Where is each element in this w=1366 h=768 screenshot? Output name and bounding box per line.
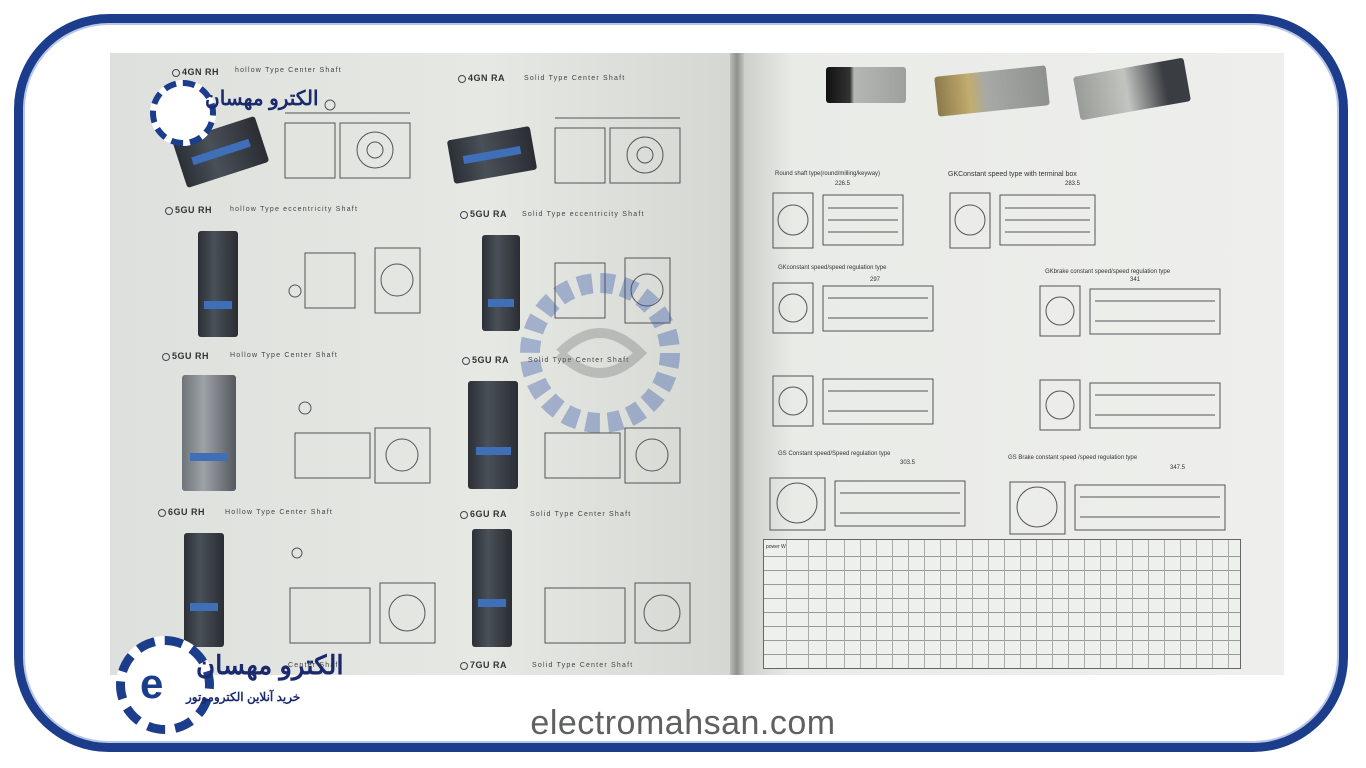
model-description: Solid Type eccentricity Shaft xyxy=(522,211,645,218)
brand-logo-gear xyxy=(116,636,214,734)
gear-motor-image xyxy=(198,231,238,337)
model-label: 5GU RA xyxy=(460,209,507,219)
model-description: Hollow Type Center Shaft xyxy=(230,352,339,359)
section-title: GKbrake constant speed/speed regulation … xyxy=(1045,269,1171,275)
model-description: hollow Type eccentricity Shaft xyxy=(230,206,359,213)
section-title: Round shaft type(round/milling/keyway) xyxy=(775,171,881,177)
brand-name: الکترو مهسان xyxy=(205,88,319,110)
watermark-logo xyxy=(520,273,680,433)
model-description: Hollow Type Center Shaft xyxy=(225,509,334,516)
model-description: hollow Type Center Shaft xyxy=(235,67,342,74)
catalog-spine xyxy=(730,53,744,675)
dimension-value: 303.5 xyxy=(900,460,916,466)
dimension-drawing xyxy=(289,547,436,644)
dimension-drawing xyxy=(1009,481,1226,535)
model-description: Center Shaft xyxy=(288,662,342,669)
motor-product-image xyxy=(826,67,906,103)
decorative-frame xyxy=(14,14,1348,752)
catalog-photo: 4GN RH hollow Type Center Shaft 4GN RA S… xyxy=(110,53,1284,675)
site-url[interactable]: electromahsan.com xyxy=(530,704,836,742)
brand-logo-gear xyxy=(150,80,216,146)
dimension-value: 347.5 xyxy=(1170,465,1186,471)
model-description: Solid Type Center Shaft xyxy=(530,511,632,518)
model-label: 6GU RH xyxy=(158,507,205,517)
brand-name: الکترو مهسان xyxy=(196,650,344,680)
model-label: 4GN RA xyxy=(458,73,505,83)
model-label: 5GU RH xyxy=(162,351,209,361)
model-label: 5GU RA xyxy=(462,355,509,365)
dimension-value: 341 xyxy=(1130,277,1141,283)
dimension-drawing xyxy=(772,375,934,427)
brand-tagline: خرید آنلاین الکتروموتور xyxy=(186,690,301,704)
dimension-drawing xyxy=(772,282,934,334)
brand-logo-letter: e xyxy=(140,660,164,707)
dimension-value: 226.5 xyxy=(835,181,851,187)
spec-table: power W xyxy=(763,539,1241,669)
model-label: 5GU RH xyxy=(165,205,212,215)
model-label: 4GN RH xyxy=(172,67,219,77)
dimension-drawing xyxy=(554,257,671,324)
gear-motor-image xyxy=(472,529,512,647)
gear-motor-image xyxy=(482,235,520,331)
dimension-drawing xyxy=(1039,285,1221,337)
model-label: 6GU RA xyxy=(460,509,507,519)
model-description: Solid Type Center Shaft xyxy=(524,75,626,82)
dimension-drawing xyxy=(772,192,904,249)
dimension-drawing xyxy=(769,477,966,531)
gear-motor-image xyxy=(182,375,236,491)
dimension-drawing xyxy=(949,192,1096,249)
table-header: power W xyxy=(766,544,786,550)
section-title: GS Brake constant speed /speed regulatio… xyxy=(1008,455,1138,461)
dimension-drawing xyxy=(1039,379,1221,431)
model-label: 7GU RA xyxy=(460,660,507,670)
dimension-drawing xyxy=(294,401,431,484)
model-description: Solid Type Center Shaft xyxy=(528,357,630,364)
section-title: GS Constant speed/Speed regulation type xyxy=(778,451,891,457)
gear-motor-image xyxy=(184,533,224,647)
section-title: GKconstant speed/speed regulation type xyxy=(778,265,887,271)
dimension-drawing xyxy=(544,427,681,484)
dimension-drawing xyxy=(284,99,411,179)
dimension-drawing xyxy=(544,582,691,644)
gear-motor-image xyxy=(468,381,518,489)
dimension-value: 283.5 xyxy=(1065,181,1081,187)
dimension-value: 297 xyxy=(870,277,881,283)
dimension-drawing xyxy=(288,247,421,314)
model-description: Solid Type Center Shaft xyxy=(532,662,634,669)
section-title: GKConstant speed type with terminal box xyxy=(948,171,1077,178)
dimension-drawing xyxy=(554,117,681,184)
